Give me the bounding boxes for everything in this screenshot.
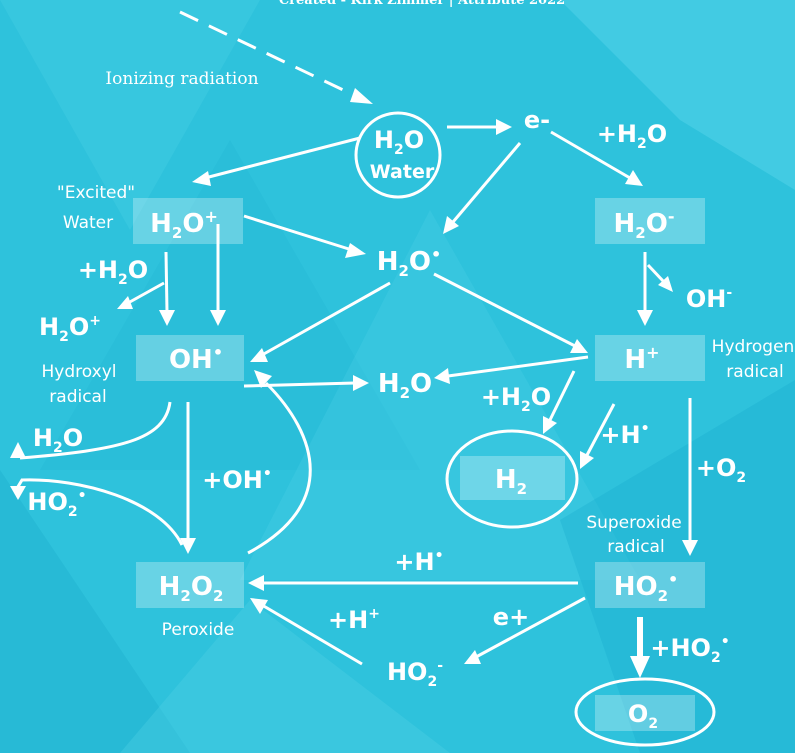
- arrow-ho2-minus-to-h2o2-head: [250, 598, 268, 614]
- arrow-h2o-plus-to-oh-b-head: [210, 310, 226, 326]
- arrow-electron-to-h2o-minus-head: [625, 170, 643, 186]
- h2o2-formula: H2O2: [159, 572, 224, 605]
- arrow-ho2-to-ho2-minus-head: [464, 650, 481, 664]
- arrow-water-to-h2o-plus-head: [192, 171, 211, 186]
- h-plus-box: [595, 335, 705, 381]
- arrow-branch-h2o-plus-left-head: [117, 296, 133, 309]
- header-credit: Created - Kirk Zimmer | Attribute 2022: [279, 0, 565, 8]
- h2o-plus-left-formula: H2O+: [39, 313, 101, 345]
- arrow-h2o-plus-to-oh-a: [164, 251, 169, 313]
- oh-radical-box: [136, 335, 244, 381]
- arrow-branch-hydroxide: [646, 263, 666, 284]
- h2-box: [460, 456, 565, 500]
- h2o-plus-formula: H2O+: [150, 207, 218, 242]
- h2o-minus-box: [595, 198, 705, 244]
- arrow-h2o-radical-to-h-plus-head: [570, 339, 588, 353]
- arrow-water-to-h2o-plus: [204, 136, 361, 180]
- add-o2-label: +O2: [696, 454, 746, 486]
- arrow-branch-hydroxide-head: [658, 276, 673, 292]
- arrow-electron-to-h2o-radical: [451, 142, 522, 223]
- reaction-arrows: [10, 119, 698, 678]
- h2o2-box: [136, 562, 244, 608]
- h2-formula: H2: [495, 465, 527, 498]
- h-plus-formula: H+: [624, 343, 659, 375]
- arrow-h-plus-to-ho2-head: [682, 540, 698, 556]
- ho2-radical-box: [595, 562, 705, 608]
- arrow-h2o-radical-to-oh-head: [250, 348, 268, 362]
- ho2-radical-formula: HO2•: [614, 570, 679, 605]
- oh-radical-formula: OH•: [169, 343, 223, 375]
- add-water-top-label: +H2O: [597, 120, 667, 152]
- arrow-h2o-plus-to-h2o-radical: [243, 214, 353, 252]
- o2-box: [595, 695, 695, 731]
- radiation-arrow-head: [350, 88, 373, 104]
- radiation-arrow-line: [179, 10, 361, 100]
- arrow-h2o2-to-oh: [247, 381, 312, 555]
- arrow-h2o-radical-to-oh: [261, 281, 391, 357]
- arrow-h2o-minus-to-h-plus-head: [637, 310, 653, 326]
- arrow-ho2-to-h2o2-head: [248, 575, 264, 591]
- add-water-left-label: +H2O: [78, 256, 148, 288]
- arrow-ho2-to-o2-head: [630, 656, 650, 678]
- arrow-electron-to-h2o-minus: [550, 130, 631, 180]
- ho2-out-formula: HO2•: [27, 488, 86, 520]
- add-water-mid-label: +H2O: [481, 383, 551, 415]
- arrow-water-to-electron-head: [496, 119, 512, 135]
- arrow-oh-to-h2o-out-head: [10, 442, 26, 458]
- hydroxide-out-label: OH-: [686, 285, 733, 313]
- h2o-plus-box: [133, 198, 243, 244]
- add-ho2-label: +HO2•: [650, 634, 729, 666]
- h2o-product-formula: H2O: [378, 369, 432, 402]
- arrow-branch-h2o-plus-left: [127, 281, 165, 305]
- water-formula: H2O: [374, 126, 424, 158]
- electron-label: e-: [524, 106, 550, 134]
- arrow-h-radical-to-h2: [584, 403, 616, 458]
- h2o-out-formula: H2O: [33, 424, 83, 456]
- arrow-h-radical-to-h2-head: [580, 451, 594, 469]
- arrow-oh-to-h2o-head: [353, 375, 369, 391]
- arrow-h-plus-to-h2-head: [543, 416, 557, 434]
- arrow-h-plus-to-h2o-head: [434, 368, 450, 384]
- o2-formula: O2: [628, 700, 658, 732]
- add-h-plus-label: +H+: [328, 606, 380, 634]
- add-h-radical-right-label: +H•: [600, 421, 649, 449]
- h2o-minus-formula: H2O-: [614, 207, 675, 242]
- arrow-oh-to-h2o-out: [19, 401, 172, 460]
- arrow-to-ho2-out-head: [10, 486, 26, 500]
- arrow-h-plus-to-h2o: [447, 355, 589, 378]
- add-oh-radical-label: +OH•: [202, 466, 272, 494]
- arrow-ho2-to-ho2-minus: [475, 596, 586, 659]
- hydrogen-label-line1: Hydrogen: [712, 337, 795, 357]
- arrow-ho2-minus-to-h2o2: [261, 603, 363, 666]
- hydrogen-label-line2: radical: [726, 362, 783, 382]
- ionizing-radiation-label: Ionizing radiation: [105, 69, 258, 89]
- superoxide-label-line1: Superoxide: [586, 513, 681, 533]
- hydroxyl-label-line2: radical: [49, 387, 106, 407]
- superoxide-label-line2: radical: [607, 537, 664, 557]
- arrow-oh-to-h2o2-head: [180, 538, 196, 554]
- h2-circle: [445, 429, 579, 529]
- positron-label: e+: [493, 603, 529, 631]
- o2-circle: [574, 677, 716, 747]
- arrow-to-ho2-out: [14, 478, 184, 546]
- excited-label-line2: Water: [63, 213, 113, 233]
- ho2-minus-formula: HO2-: [387, 658, 443, 690]
- arrow-h2o-plus-to-oh-a-head: [159, 310, 175, 326]
- arrow-h2o-radical-to-h-plus: [433, 272, 576, 348]
- arrow-h2o-plus-to-h2o-radical-head: [345, 243, 366, 258]
- h2o-radical-formula: H2O•: [377, 245, 442, 280]
- arrow-h-plus-to-h2: [547, 370, 576, 423]
- arrow-h2o2-to-oh-head: [254, 370, 272, 388]
- excited-label-line1: "Excited": [57, 183, 135, 203]
- hydroxyl-label-line1: Hydroxyl: [42, 362, 117, 382]
- water-circle: [354, 111, 442, 199]
- arrow-electron-to-h2o-radical-head: [443, 216, 459, 234]
- water-caption: Water: [370, 161, 435, 183]
- peroxide-label: Peroxide: [162, 620, 235, 640]
- add-h-radical-bottom-label: +H•: [394, 548, 443, 576]
